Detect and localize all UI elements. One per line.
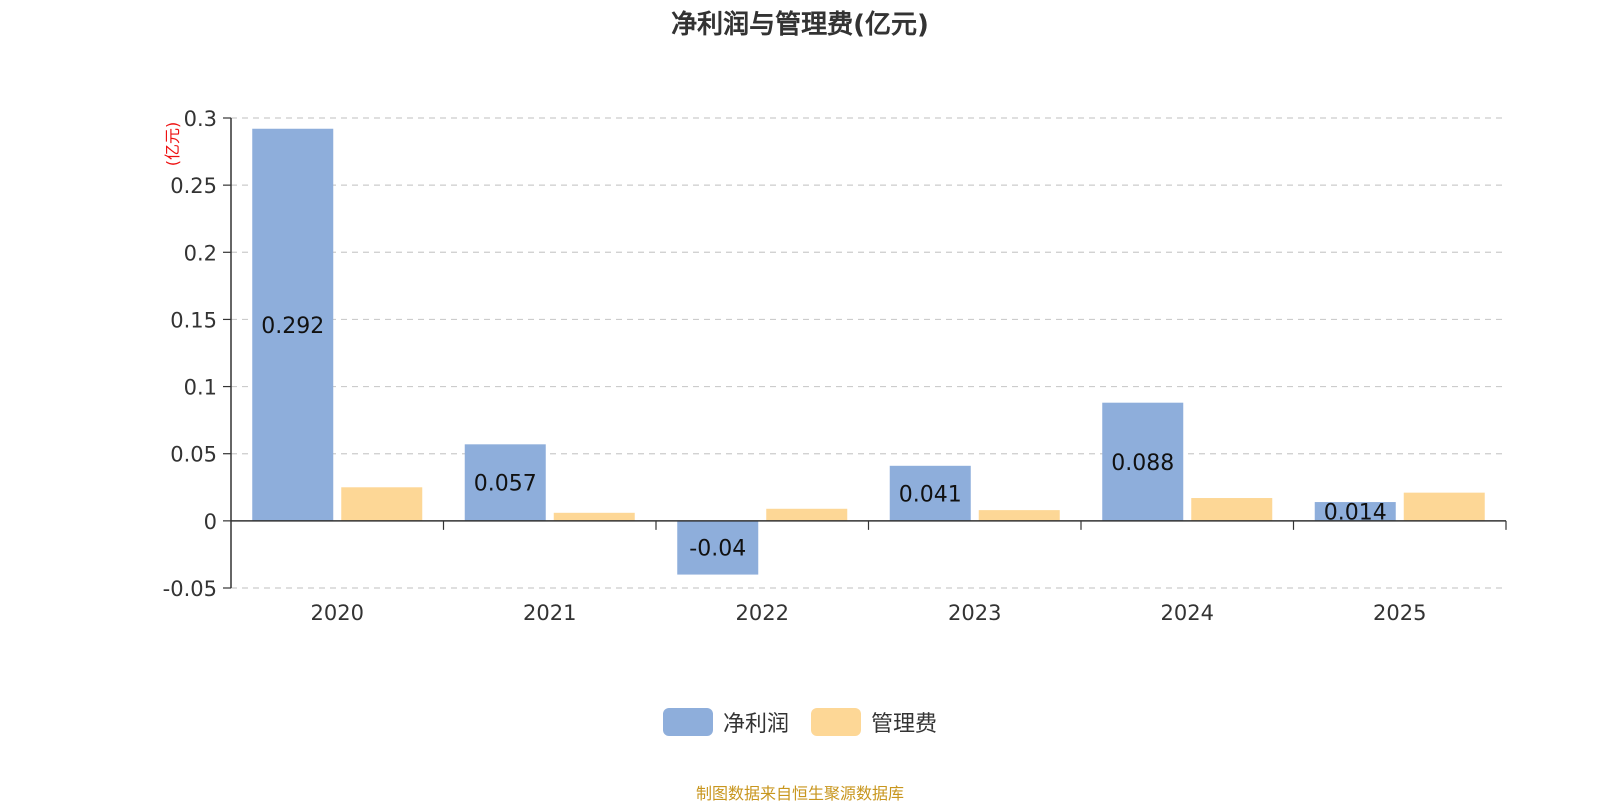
x-tick-label: 2025 [1373,601,1426,625]
bar-net-profit-2023[interactable] [889,465,971,521]
bar-net-profit-2021[interactable] [464,444,546,521]
y-tick-label: 0 [204,510,217,534]
y-tick-label: 0.1 [184,376,217,400]
y-tick-label: 0.05 [170,443,217,467]
chart-title: 净利润与管理费(亿元) [671,10,929,40]
y-tick-label: 0.15 [170,308,217,332]
data-label-net-profit-2023: 0.041 [899,482,962,507]
legend-swatch-admin-expense [811,708,861,736]
bar-net-profit-2020[interactable] [252,128,334,521]
legend-item-admin-expense[interactable]: 管理费 [811,706,937,738]
legend-label-admin-expense: 管理费 [871,712,938,737]
legend-label-net-profit: 净利润 [722,712,789,737]
legend-swatch-net-profit [662,708,713,736]
x-tick-label: 2021 [523,601,576,625]
data-label-net-profit-2025: 0.014 [1324,500,1387,525]
x-tick-label: 2022 [736,601,789,625]
y-axis-label: (亿元) [163,122,182,167]
x-tick-label: 2023 [948,601,1001,625]
y-tick-label: 0.25 [170,174,217,198]
bar-admin-expense-2022[interactable] [766,508,848,521]
data-label-net-profit-2020: 0.292 [261,314,324,339]
bar-net-profit-2022[interactable] [677,520,759,575]
bar-net-profit-2025[interactable] [1314,502,1396,521]
bar-admin-expense-2024[interactable] [1191,498,1273,521]
legend-item-net-profit[interactable]: 净利润 [662,706,789,738]
y-tick-label: 0.3 [184,107,217,131]
bar-net-profit-2024[interactable] [1102,402,1184,521]
bar-admin-expense-2021[interactable] [553,512,635,521]
data-label-net-profit-2024: 0.088 [1111,451,1174,476]
y-tick-label: 0.2 [184,241,217,265]
bar-admin-expense-2025[interactable] [1403,492,1485,521]
bar-admin-expense-2020[interactable] [341,487,423,521]
legend: 净利润 管理费 [0,706,1600,738]
source-note: 制图数据来自恒生聚源数据库 [695,784,904,803]
x-tick-label: 2024 [1161,601,1214,625]
x-tick-label: 2020 [311,601,364,625]
data-label-net-profit-2021: 0.057 [474,472,537,497]
bar-admin-expense-2023[interactable] [978,510,1060,521]
y-tick-label: -0.05 [163,577,217,601]
data-label-net-profit-2022: -0.04 [689,537,746,562]
